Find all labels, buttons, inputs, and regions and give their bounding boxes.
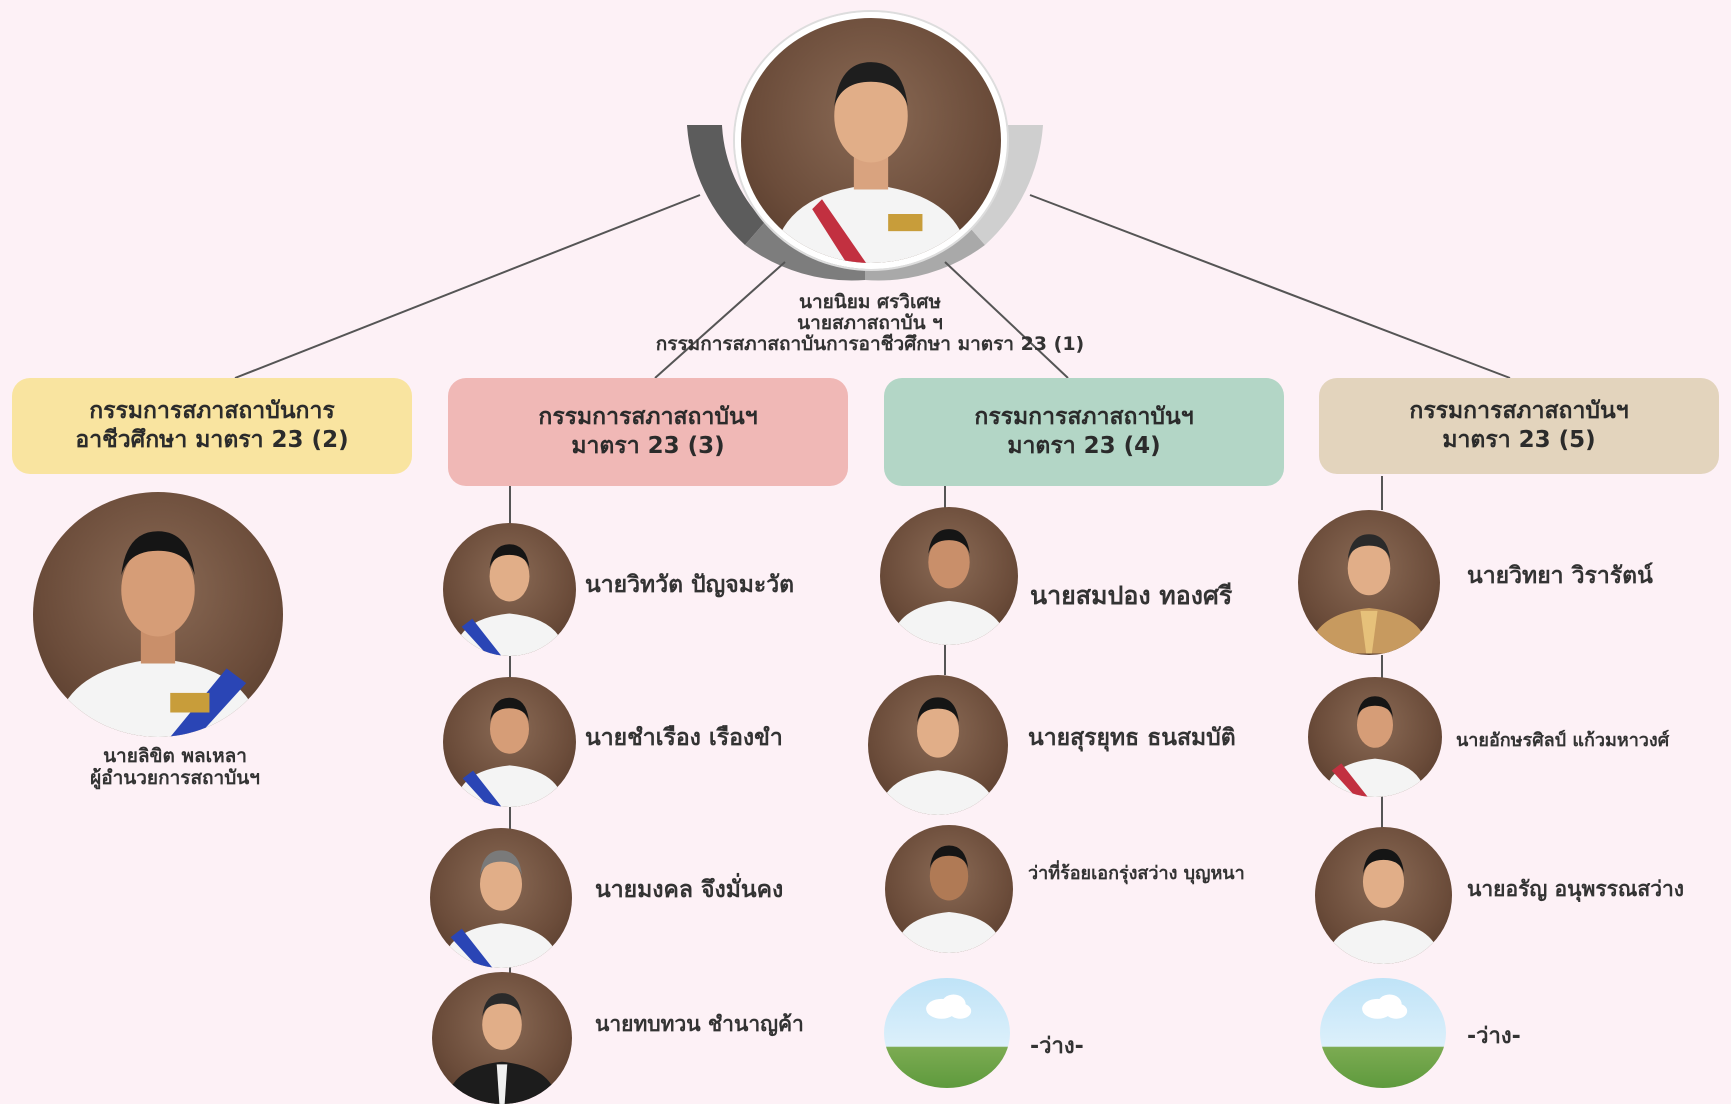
cloud-icon (926, 994, 972, 1019)
chair-name: นายนิยม ศรวิเศษ (798, 291, 942, 313)
member-photo (432, 972, 572, 1104)
line-to-box-5 (1029, 194, 1511, 379)
person-portrait-icon (446, 993, 558, 1104)
person-portrait-icon (1325, 848, 1442, 964)
member-photo (1315, 827, 1452, 964)
member-name: นายสมปอง ทองศรี (1030, 581, 1233, 610)
committee-box-2: กรรมการสภาสถาบันการอาชีวศึกษา มาตรา 23 (… (12, 378, 412, 474)
member-name: นายสุรยุทธ ธนสมบัติ (1028, 725, 1236, 751)
person-portrait-icon (442, 850, 560, 968)
member-photo (880, 507, 1018, 645)
line-to-box-4 (944, 261, 1069, 379)
member-photo (868, 675, 1008, 815)
line-to-box-2 (234, 194, 701, 379)
person-portrait-icon (773, 62, 969, 263)
box-2-line1: กรรมการสภาสถาบันการ (89, 398, 335, 424)
member-photo (430, 828, 572, 968)
chair-committee: กรรมการสภาสถาบันการอาชีวศึกษา มาตรา 23 (… (655, 333, 1085, 355)
member-name: ว่าที่ร้อยเอกรุ่งสว่าง บุญหนา (1028, 863, 1245, 884)
director-role: ผู้อำนวยการสถาบันฯ (90, 767, 260, 789)
box-4-line2: มาตรา 23 (4) (1007, 433, 1161, 459)
member-name: นายชำเรือง เรืองขำ (585, 725, 783, 751)
line-to-box-3 (654, 261, 786, 379)
member-photo (443, 677, 576, 807)
member-name: นายวิทยา วิรารัตน์ (1467, 563, 1653, 589)
person-portrait-icon (55, 531, 261, 737)
vacant-label: -ว่าง- (1467, 1024, 1521, 1049)
person-portrait-icon (1324, 696, 1426, 797)
member-name: นายวิทวัต ปัญจมะวัต (585, 572, 795, 598)
person-portrait-icon (879, 697, 997, 815)
member-photo (885, 825, 1013, 953)
member-name: นายทบทวน ชำนาญค้า (595, 1012, 804, 1036)
box-5-line2: มาตรา 23 (5) (1442, 427, 1596, 453)
director-name: นายลิขิต พลเหลา (103, 745, 247, 767)
committee-box-5: กรรมการสภาสถาบันฯมาตรา 23 (5) (1319, 378, 1719, 474)
director-caption: นายลิขิต พลเหลา ผู้อำนวยการสถาบันฯ (35, 745, 315, 789)
vacant-label: -ว่าง- (1030, 1034, 1084, 1059)
box-4-line1: กรรมการสภาสถาบันฯ (974, 404, 1194, 430)
vacant-placeholder-photo (884, 978, 1010, 1088)
person-portrait-icon (454, 697, 565, 807)
vacant-placeholder-photo (1320, 978, 1446, 1088)
person-portrait-icon (895, 845, 1003, 953)
chair-role: นายสภาสถาบัน ฯ (797, 312, 943, 334)
member-photo (1308, 677, 1442, 797)
chair-caption: นายนิยม ศรวิเศษ นายสภาสถาบัน ฯ กรรมการสภ… (590, 292, 1150, 355)
member-name: นายมงคล จึงมั่นคง (595, 877, 784, 903)
box-5-line1: กรรมการสภาสถาบันฯ (1409, 398, 1629, 424)
member-name: นายอักษรศิลป์ แก้วมหาวงศ์ (1456, 730, 1670, 751)
person-portrait-icon (1309, 534, 1429, 654)
member-photo (443, 523, 576, 656)
box-3-line1: กรรมการสภาสถาบันฯ (538, 404, 758, 430)
committee-box-4: กรรมการสภาสถาบันฯมาตรา 23 (4) (884, 378, 1284, 486)
box-3-line2: มาตรา 23 (3) (571, 433, 725, 459)
member-name: นายอรัญ อนุพรรณสว่าง (1467, 877, 1685, 901)
member-photo (1298, 510, 1440, 655)
committee-box-3: กรรมการสภาสถาบันฯมาตรา 23 (3) (448, 378, 848, 486)
cloud-icon (1362, 994, 1408, 1019)
person-portrait-icon (453, 544, 566, 656)
person-portrait-icon (891, 529, 1007, 645)
box-2-line2: อาชีวศึกษา มาตรา 23 (2) (75, 427, 349, 453)
director-photo (33, 492, 283, 737)
chair-photo (735, 12, 1007, 269)
